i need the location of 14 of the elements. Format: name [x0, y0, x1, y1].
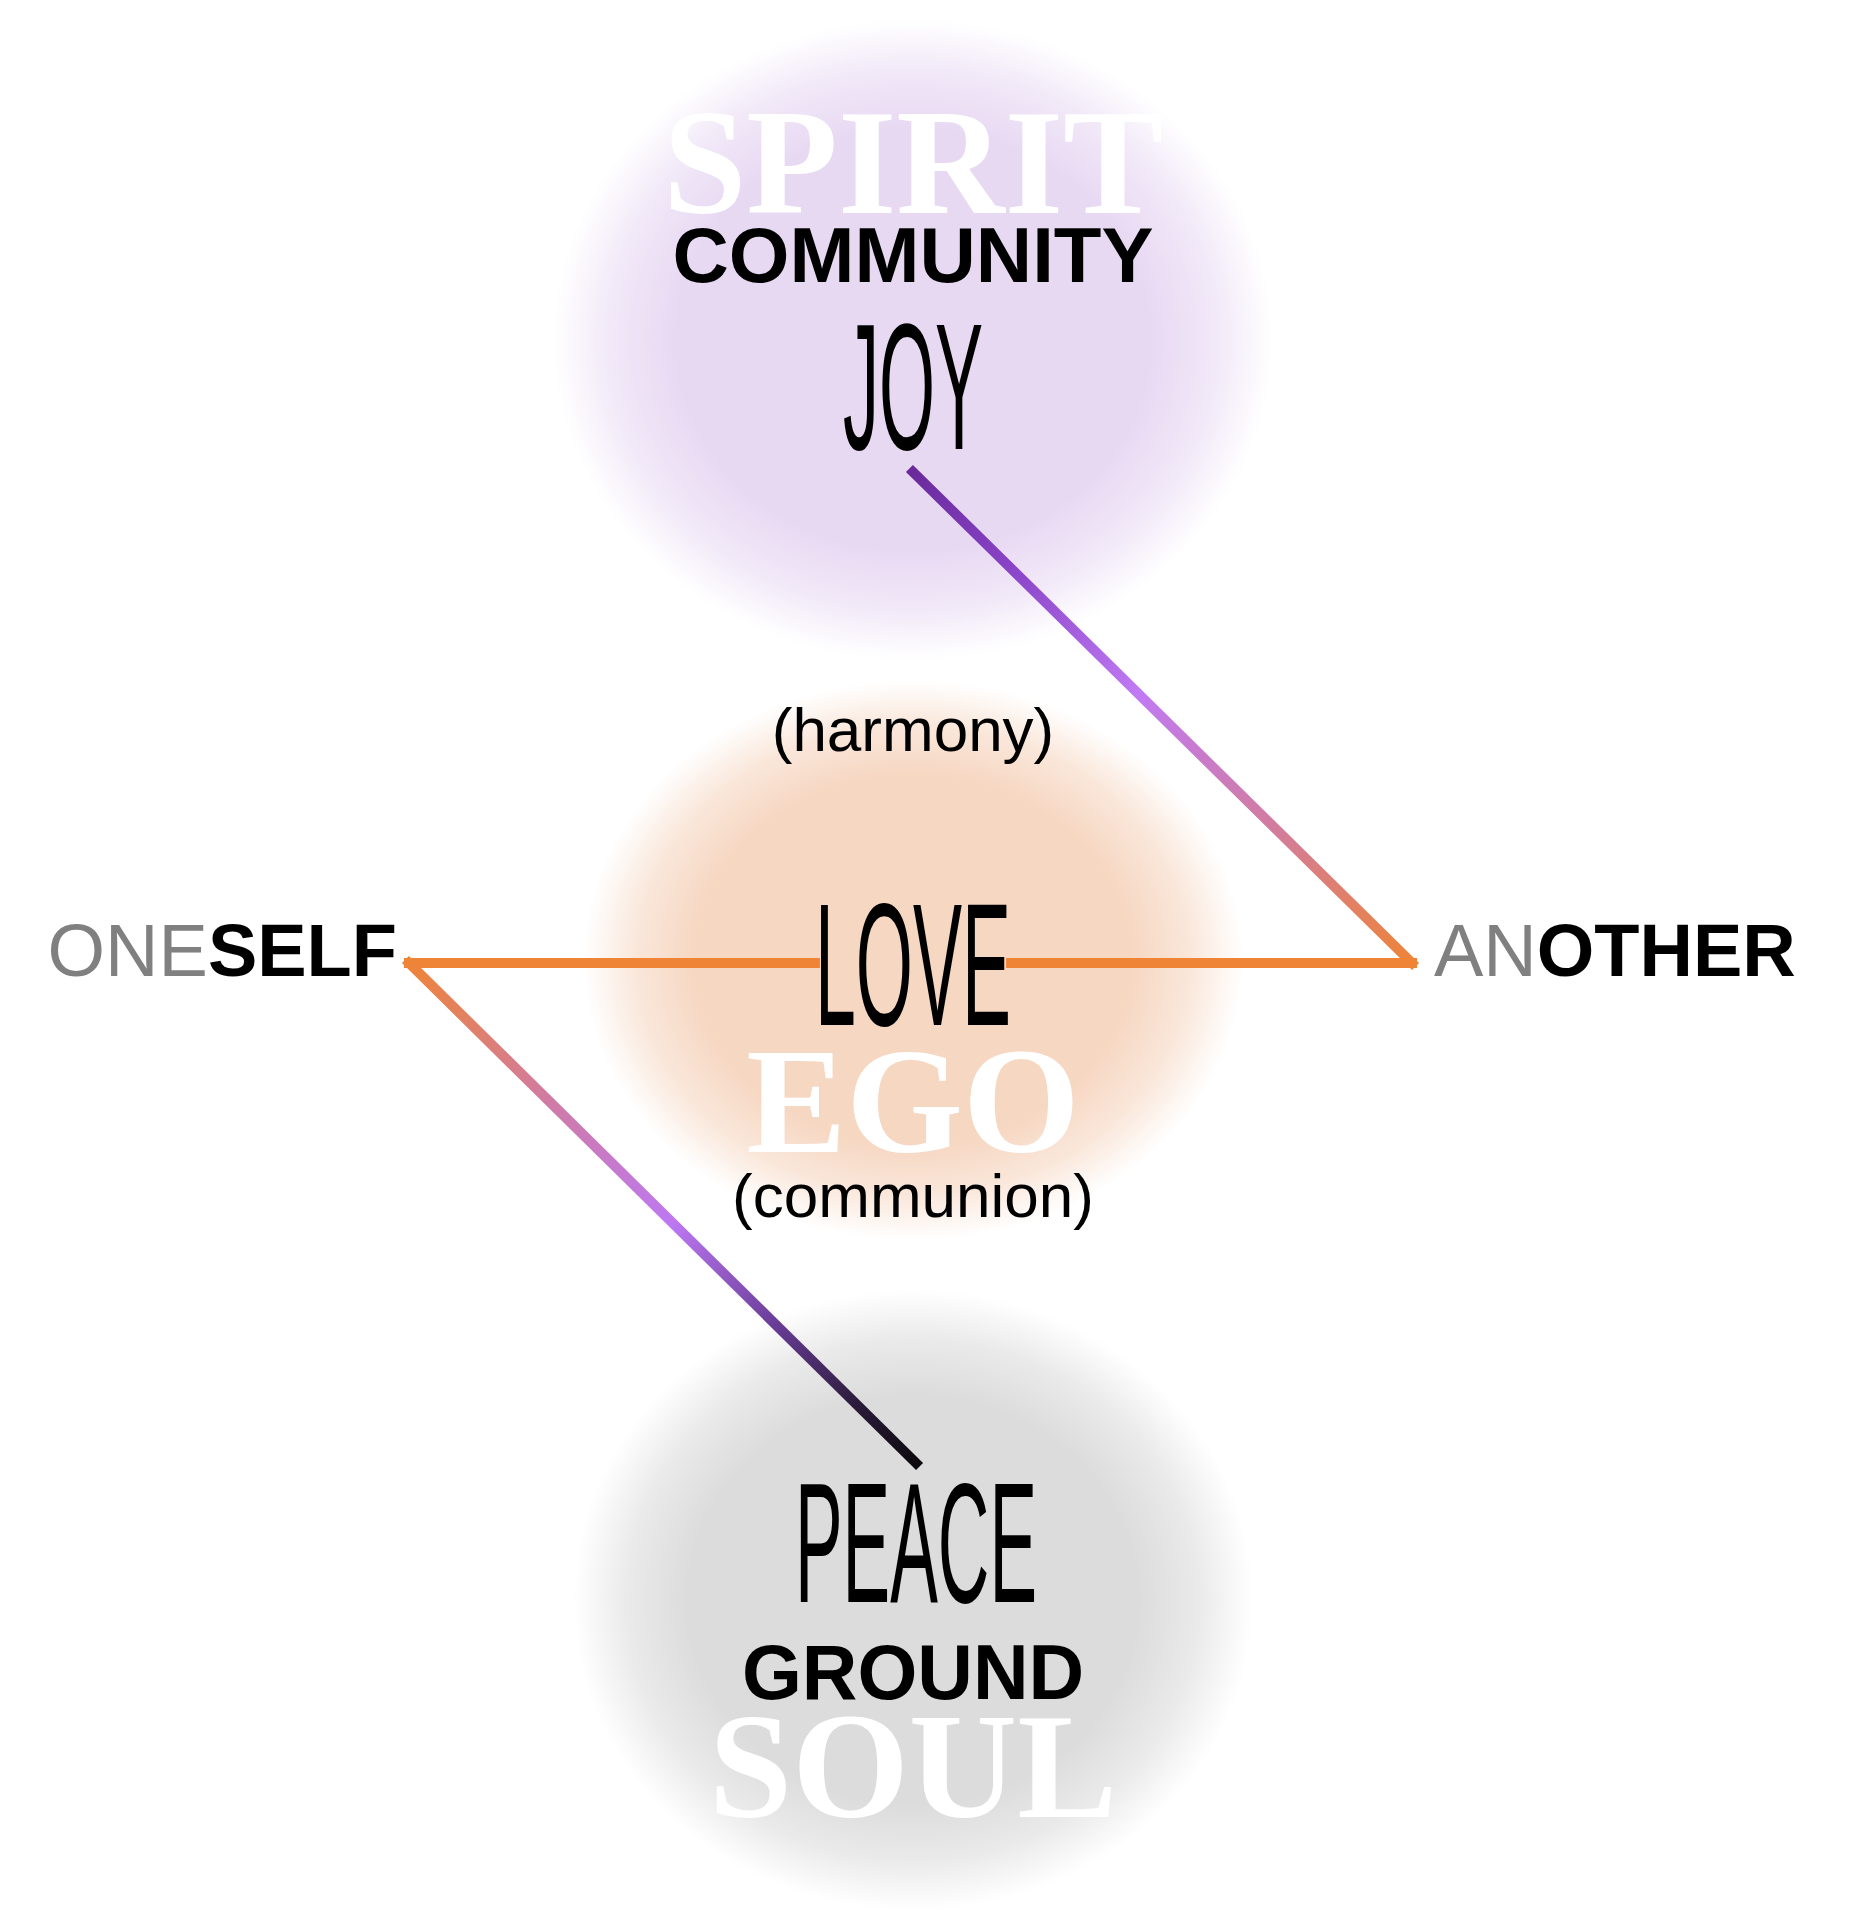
connector-line: [404, 958, 921, 1468]
bold-heading: GROUND: [741, 1642, 1085, 1704]
connector-line: [404, 958, 820, 968]
connector-line: [908, 467, 1417, 968]
node-label: ONESELF: [47, 914, 409, 988]
parenthetical-note: (communion): [732, 1160, 1094, 1232]
background-word: EGO: [746, 1047, 1080, 1155]
node-label: ANOTHER: [1412, 914, 1796, 988]
parenthetical-note: (harmony): [771, 694, 1055, 766]
hand-lettered-word: LOVE: [814, 881, 1012, 1048]
hand-lettered-word: PEACE: [794, 1463, 1038, 1625]
hand-lettered-word: JOY: [843, 301, 983, 472]
connector-line: [1006, 958, 1417, 968]
bold-heading: COMMUNITY: [672, 223, 1154, 286]
